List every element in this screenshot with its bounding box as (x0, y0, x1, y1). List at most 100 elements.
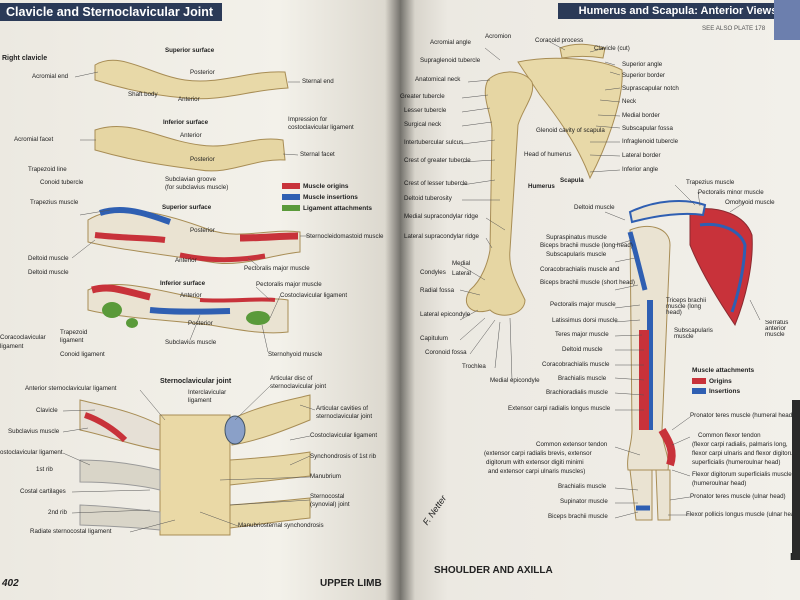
articular-disc-label-1: Articular disc of (270, 375, 313, 382)
right-clavicle-heading: Right clavicle (2, 55, 48, 62)
clavicle-inferior-bone (94, 126, 286, 172)
muscle-brachialis-2: Brachialis muscle (558, 483, 607, 490)
sc-joint-heading: Sternoclavicular joint (160, 378, 232, 385)
muscle-omohyoid: Omohyoid muscle (725, 199, 775, 206)
muscle-pronator-teres-ulnar: Pronator teres muscle (ulnar head) (690, 493, 786, 500)
attachments-legend-insertions: Insertions (692, 388, 740, 395)
muscle-biceps-brachii: Biceps brachii muscle (548, 513, 608, 520)
subclavian-groove-label: Subclavian groove (165, 176, 216, 183)
label-crest-lesser-tubercle: Crest of lesser tubercle (404, 180, 468, 187)
muscle-pronator-teres-humeral: Pronator teres muscle (humeral head) (690, 412, 795, 419)
label-surgical-neck: Surgical neck (404, 121, 442, 128)
sternal-facet-label: Sternal facet (300, 151, 335, 158)
origin-swatch (282, 183, 300, 190)
second-rib-right (229, 497, 311, 529)
lower-scapula-border (699, 222, 747, 313)
sternocostal-label-2: (synovial) joint (310, 501, 350, 508)
muscle-latissimus: Latissimus dorsi muscle (552, 317, 618, 324)
scapula-bone (517, 57, 623, 180)
label-humerus: Humerus (528, 183, 555, 190)
label-lateral-supracondylar: Lateral supracondylar ridge (404, 233, 479, 240)
label-lateral-border: Lateral border (622, 152, 661, 159)
label-medial: Medial (452, 260, 471, 267)
label-capitulum: Capitulum (420, 335, 448, 342)
coracoclavicular-label-2: ligament (0, 343, 24, 350)
sternohyoid-muscle-label: Sternohyoid muscle (268, 351, 323, 358)
second-rib-label: 2nd rib (48, 509, 67, 516)
muscle-coracobrachialis: Coracobrachialis muscle (542, 361, 610, 368)
manubrium-bone (159, 414, 231, 536)
muscle-deltoid-2: Deltoid muscle (562, 346, 603, 353)
label-medial-epicondyle: Medial epicondyle (490, 377, 540, 384)
origins-swatch (692, 378, 706, 385)
first-rib-right (229, 451, 311, 486)
clavicle-superior-muscle-bone (87, 209, 301, 265)
superior-surface-label: Superior surface (165, 47, 215, 54)
label-neck: Neck (622, 98, 637, 105)
articular-disc (224, 415, 246, 445)
articular-cavities-label-2: sternoclavicular joint (316, 413, 373, 420)
lower-clavicle-bone (628, 200, 707, 224)
interclavicular-label-1: Interclavicular (188, 389, 227, 396)
subclavius-red (83, 412, 128, 443)
label-lateral: Lateral (452, 270, 471, 277)
page-edge-shadow (792, 400, 800, 560)
forearm-ulna (655, 469, 671, 521)
clavicle-superior-bone (94, 59, 289, 100)
sternocostal-label-1: Sternocostal (310, 493, 345, 500)
posterior-label-1: Posterior (190, 69, 215, 76)
forearm-radius (629, 469, 653, 521)
left-clavicle-bone (79, 399, 161, 451)
label-infraglenoid-tubercle: Infraglenoid tubercle (622, 138, 679, 145)
costoclavicular-ligament-label-2: Costoclavicular ligament (310, 432, 378, 439)
clavicle-illustrations (62, 59, 316, 536)
second-rib-left (79, 504, 161, 531)
ligament-swatch (282, 205, 300, 212)
muscle-subscapularis-2: Subscapularis muscle (674, 327, 713, 341)
muscle-brachialis-1: Brachialis muscle (558, 375, 607, 382)
left-page: Clavicle and Sternoclavicular Joint (0, 0, 400, 600)
label-radial-fossa: Radial fossa (420, 287, 455, 294)
impression-label-2: costoclavicular ligament (288, 124, 354, 131)
muscle-supinator: Supinator muscle (560, 498, 608, 505)
anterior-label-1: Anterior (178, 96, 200, 103)
muscle-fds: Flexor digitorum superficialis muscle (692, 471, 792, 478)
muscle-ecrl: Extensor carpi radialis longus muscle (508, 405, 611, 412)
trapezoid-line-label: Trapezoid line (28, 166, 67, 173)
articular-disc-label-2: sternoclavicular joint (270, 383, 327, 390)
deltoid-origin-mark (94, 232, 166, 243)
subclavius-paren-label: (for subclavius muscle) (165, 184, 229, 191)
first-rib-label: 1st rib (36, 466, 53, 473)
muscle-supraspinatus: Supraspinatus muscle (546, 234, 607, 241)
shaft-body-label: Shaft body (128, 91, 158, 98)
label-trochlea: Trochlea (462, 363, 486, 370)
sternal-end-label: Sternal end (302, 78, 334, 85)
common-flexor-detail-2: flexor carpi ulnaris and flexor digitoru… (692, 450, 799, 457)
label-intertubercular-sulcus: Intertubercular sulcus (404, 139, 464, 146)
legend-ligament-attachments: Ligament attachments (282, 205, 372, 212)
superior-surface-label-2: Superior surface (162, 204, 212, 211)
impression-label-1: Impression for (288, 116, 328, 123)
label-coracoid-process: Coracoid process (535, 37, 584, 44)
muscle-brachioradialis: Brachioradialis muscle (546, 389, 608, 396)
clavicle-cut (559, 43, 606, 59)
label-head-of-humerus: Head of humerus (524, 151, 572, 158)
first-rib-left (79, 459, 161, 491)
conoid-tubercle-label: Conoid tubercle (40, 179, 84, 186)
trapezoid-ligament-mark (102, 302, 122, 318)
anterior-label-3: Anterior (175, 257, 197, 264)
muscle-fds-head: (humeroulnar head) (692, 480, 747, 487)
muscle-deltoid-1: Deltoid muscle (574, 204, 615, 211)
ant-sc-ligament-label: Anterior sternoclavicular ligament (25, 385, 117, 392)
label-acromial-angle: Acromial angle (430, 39, 471, 46)
label-medial-border: Medial border (622, 112, 660, 119)
label-superior-border: Superior border (622, 72, 665, 79)
deltoid-origin-inferior-mark (91, 284, 151, 301)
humerus-bone (465, 71, 534, 316)
common-extensor-detail-2: digitorum with extensor digiti minimi (486, 459, 584, 466)
anterior-label-4: Anterior (180, 292, 202, 299)
left-page-title: Clavicle and Sternoclavicular Joint (0, 3, 222, 21)
radiate-ligament-label: Radiate sternocostal ligament (30, 528, 112, 535)
deltoid-muscle-label-2: Deltoid muscle (28, 269, 69, 276)
label-superior-angle: Superior angle (622, 61, 663, 68)
